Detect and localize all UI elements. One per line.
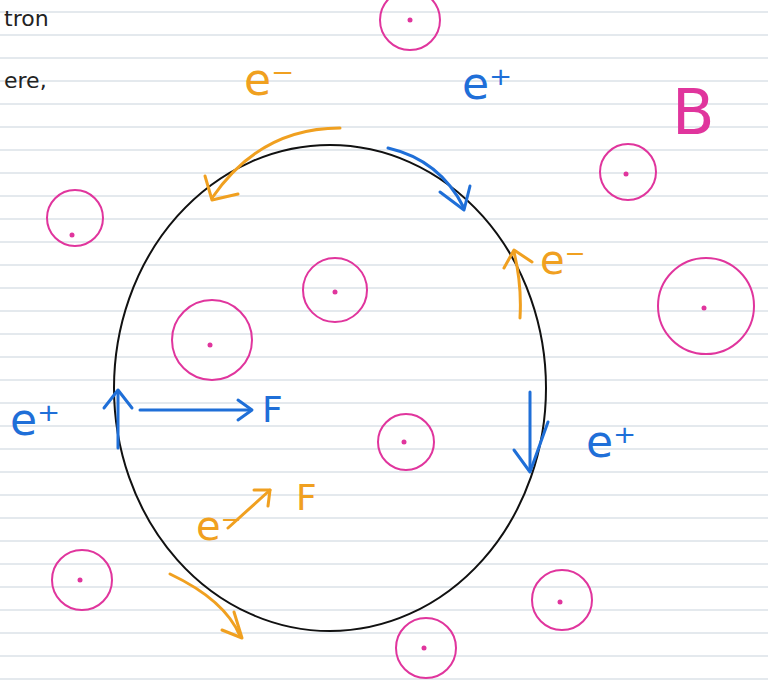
note-text: ere, [4, 70, 47, 92]
positron-label: e⁺ [586, 420, 636, 464]
note-text: tron [4, 8, 49, 30]
positron-label: e⁺ [10, 398, 60, 442]
electron-label: e⁻ [244, 58, 294, 102]
field-label: B [672, 82, 715, 144]
electron-label: e⁻ [196, 506, 242, 546]
positron-label: e⁺ [462, 62, 512, 106]
force-label: F [296, 480, 317, 516]
electron-label: e⁻ [540, 240, 586, 280]
force-label: F [262, 392, 283, 428]
